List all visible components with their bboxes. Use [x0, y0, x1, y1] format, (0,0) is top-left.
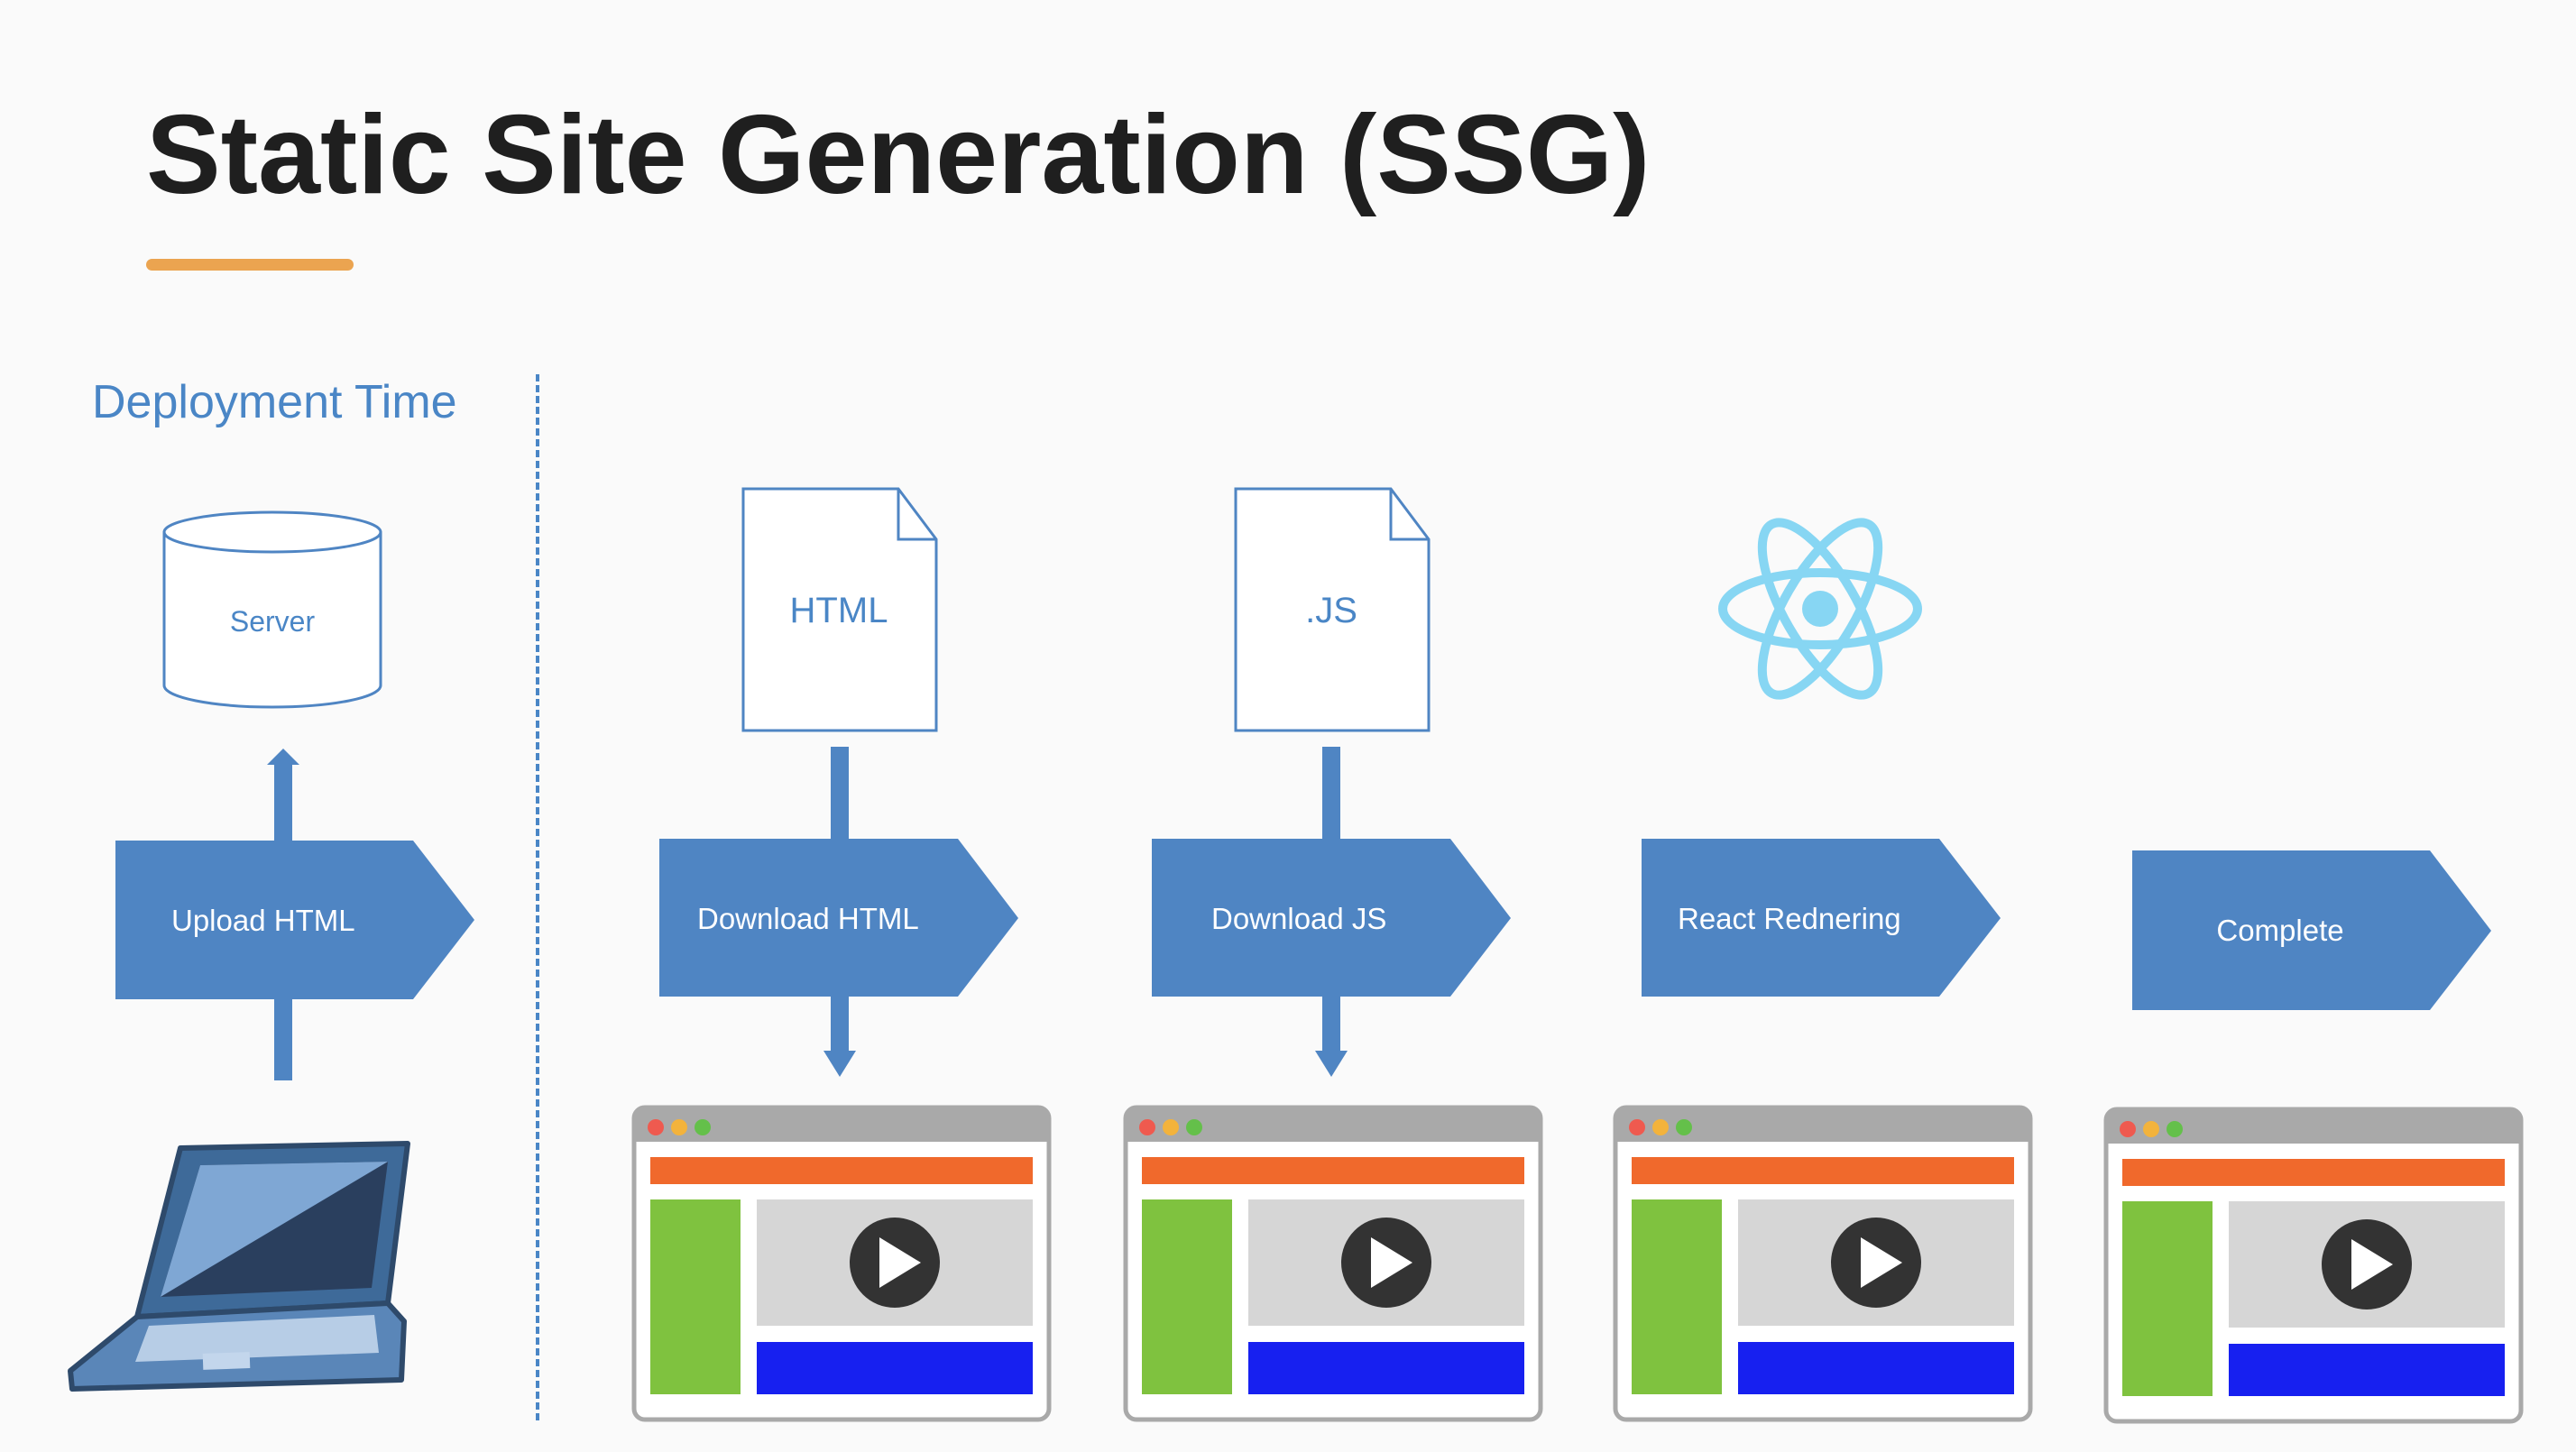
arrow-icon — [1315, 747, 1348, 1077]
step-download-js-shape — [1152, 839, 1511, 997]
title-underline — [146, 259, 354, 271]
upload-arrow-icon — [267, 749, 299, 1080]
step-upload-html-label: Upload HTML — [171, 904, 355, 937]
step-complete-label: Complete — [2216, 914, 2343, 947]
react-logo-icon — [1718, 518, 1922, 700]
database-icon — [162, 510, 382, 709]
step-upload-html-shape — [115, 841, 474, 999]
section-divider — [536, 374, 539, 1420]
step-download-html-label: Download HTML — [697, 902, 919, 935]
laptop-icon — [68, 1141, 410, 1392]
arrow-icon — [823, 747, 856, 1077]
html-file-label: HTML — [790, 591, 888, 630]
step-complete-shape — [2132, 850, 2491, 1010]
js-file-label: .JS — [1305, 591, 1357, 630]
server-label: Server — [230, 605, 316, 638]
step-react-rendering-shape — [1642, 839, 2001, 997]
browser-window-icon — [1615, 1107, 2030, 1420]
step-download-html-shape — [659, 839, 1018, 997]
page-title: Static Site Generation (SSG) — [146, 93, 1651, 217]
step-react-rendering-label: React Rednering — [1678, 902, 1901, 935]
deployment-time-label: Deployment Time — [92, 376, 457, 428]
step-download-js-label: Download JS — [1211, 902, 1386, 935]
browser-window-icon — [2106, 1109, 2521, 1421]
browser-window-icon — [634, 1107, 1049, 1420]
browser-window-icon — [1126, 1107, 1541, 1420]
